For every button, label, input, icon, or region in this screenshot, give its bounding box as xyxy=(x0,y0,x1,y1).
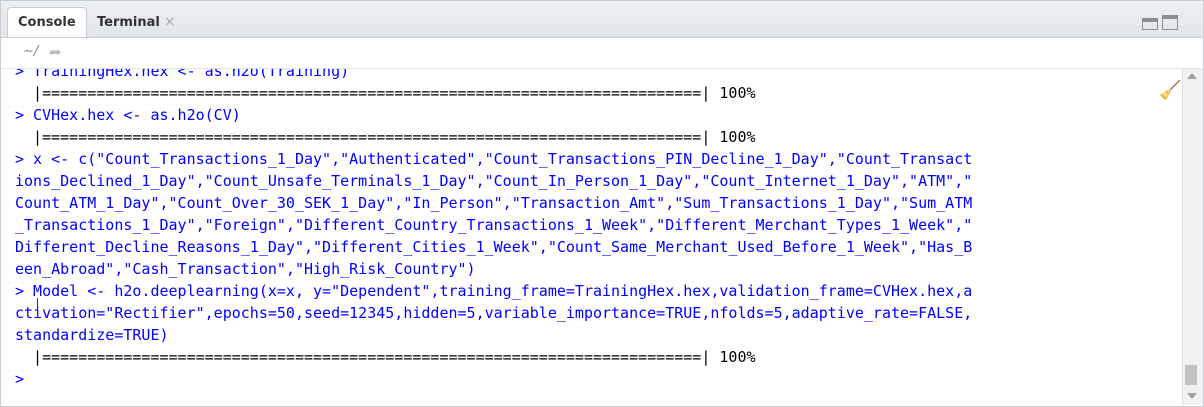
working-directory-path: ~/ xyxy=(23,44,39,59)
console-input-line: standardize=TRUE) xyxy=(15,326,169,344)
minimize-pane-button[interactable] xyxy=(1142,18,1158,30)
console-input-line: ions_Declined_1_Day","Count_Unsafe_Termi… xyxy=(15,172,973,190)
console-input-line: > CVHex.hex <- as.h2o(CV) xyxy=(15,106,241,124)
vertical-scrollbar[interactable] xyxy=(1182,69,1203,405)
tab-bar: Console Terminal× xyxy=(1,1,1203,38)
share-arrow-icon[interactable]: ➦ xyxy=(49,43,62,61)
tab-terminal[interactable]: Terminal× xyxy=(87,7,187,37)
console-input-line: > x <- c("Count_Transactions_1_Day","Aut… xyxy=(15,150,973,168)
tab-console[interactable]: Console xyxy=(7,7,87,37)
console-output[interactable]: > TrainingHex.hex <- as.h2o(Training) |=… xyxy=(1,69,1181,405)
working-directory-bar: ~/ ➦ 🧹 xyxy=(1,38,1203,101)
maximize-pane-button[interactable] xyxy=(1162,15,1178,30)
scroll-up-arrow-icon[interactable] xyxy=(1187,73,1197,79)
console-input-line: Count_ATM_1_Day","Count_Over_30_SEK_1_Da… xyxy=(15,194,973,212)
close-icon[interactable]: × xyxy=(163,14,176,30)
text-cursor xyxy=(37,298,38,318)
console-input-line: > xyxy=(15,370,34,388)
console-input-line: een_Abroad","Cash_Transaction","High_Ris… xyxy=(15,260,476,278)
tab-console-label: Console xyxy=(18,15,76,30)
console-output-line: |=======================================… xyxy=(15,128,756,146)
console-output-line: |=======================================… xyxy=(15,348,756,366)
console-input-line: > Model <- h2o.deeplearning(x=x, y="Depe… xyxy=(15,282,973,300)
scroll-down-arrow-icon[interactable] xyxy=(1187,393,1197,399)
console-input-line: ctivation="Rectifier",epochs=50,seed=123… xyxy=(15,304,973,322)
console-input-line: _Transactions_1_Day","Foreign","Differen… xyxy=(15,216,973,234)
tab-terminal-label: Terminal xyxy=(97,15,160,30)
broom-icon[interactable]: 🧹 xyxy=(1159,80,1182,101)
console-output-line: |=======================================… xyxy=(15,84,756,102)
console-input-line: Different_Decline_Reasons_1_Day","Differ… xyxy=(15,238,973,256)
scrollbar-thumb[interactable] xyxy=(1185,365,1197,385)
console-input-line: > TrainingHex.hex <- as.h2o(Training) xyxy=(15,69,350,80)
